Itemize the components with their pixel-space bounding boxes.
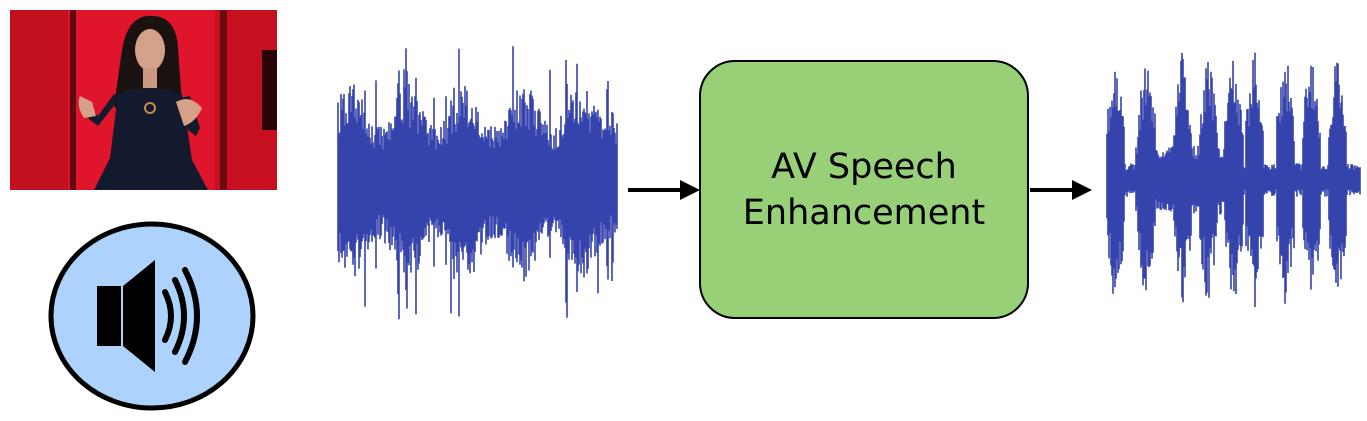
person-right-hand [176, 99, 202, 126]
speaker-audio-icon [48, 221, 256, 411]
photo-stage-seam-left [70, 10, 76, 190]
block-label-line1: AV Speech [771, 146, 957, 187]
person-dress [94, 88, 208, 190]
person-neck [143, 68, 157, 88]
photo-stage-seam-right [220, 10, 227, 190]
speaker-cone [123, 260, 155, 372]
enhanced-waveform [1106, 52, 1361, 307]
noisy-waveform-path [337, 46, 618, 320]
arrow-in-head [680, 180, 700, 200]
person-left-hand [78, 96, 96, 118]
arrow-out-head [1072, 180, 1092, 200]
sound-wave-outer [182, 267, 200, 365]
speaker-photo-image [10, 10, 277, 190]
noisy-waveform [337, 46, 618, 320]
right-arrow-icon [628, 180, 700, 200]
person-necklace [144, 102, 156, 114]
photo-stage-dark [262, 50, 277, 130]
person-left-sleeve [82, 94, 120, 126]
enhanced-waveform-path [1106, 52, 1361, 307]
photo-stage-panel-left [10, 10, 68, 190]
block-label: AV Speech Enhancement [743, 144, 985, 236]
sound-wave-inner [162, 289, 174, 343]
sound-wave-middle [172, 277, 187, 355]
right-arrow-icon [1030, 180, 1092, 200]
block-label-line2: Enhancement [742, 192, 986, 233]
person-face [135, 29, 165, 71]
speaker-body [97, 286, 121, 346]
speaker-photo [10, 10, 277, 190]
av-speech-enhancement-block: AV Speech Enhancement [699, 60, 1029, 319]
